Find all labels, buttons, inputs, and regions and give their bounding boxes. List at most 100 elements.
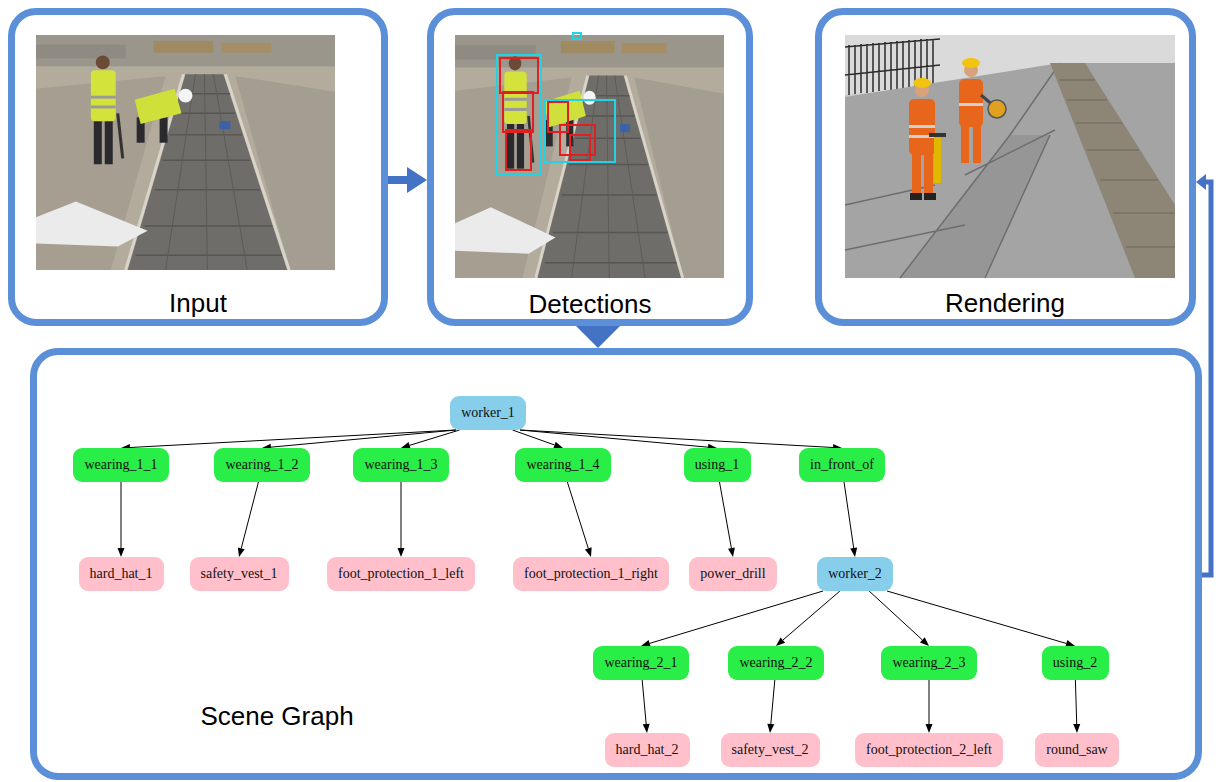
relation-node: wearing_1_2 — [214, 448, 310, 482]
graph-edge — [776, 591, 840, 646]
connector-line — [1075, 680, 1076, 724]
panel-title: Scene Graph — [200, 702, 353, 732]
connector-line — [241, 482, 258, 548]
node-label: wearing_2_1 — [604, 655, 677, 672]
object-node: foot_protection_1_left — [327, 557, 475, 591]
relation-node: wearing_1_1 — [73, 448, 169, 482]
connector-line — [642, 680, 646, 724]
graph-edge — [398, 482, 405, 557]
connector-line — [388, 176, 407, 184]
connector-line — [520, 430, 833, 447]
object-node: hard_hat_2 — [605, 733, 690, 767]
graph-edge — [641, 591, 823, 647]
worker-node: worker_2 — [817, 557, 893, 591]
connector-line — [650, 591, 823, 643]
graph-edge — [567, 482, 591, 557]
graph-edge — [719, 482, 734, 557]
flow-arrow — [576, 326, 620, 348]
relation-node: using_2 — [1042, 646, 1109, 680]
arrow-head — [728, 548, 735, 557]
node-label: worker_1 — [461, 405, 515, 422]
node-label: foot_protection_2_left — [866, 742, 992, 759]
relation-node: using_1 — [684, 448, 751, 482]
graph-edge — [118, 482, 125, 557]
arrow-head — [398, 548, 405, 557]
detection-photo — [455, 35, 724, 278]
relation-node: wearing_1_3 — [353, 448, 449, 482]
relation-node: wearing_2_3 — [881, 646, 977, 680]
node-label: safety_vest_1 — [201, 566, 278, 583]
graph-edge — [844, 482, 857, 557]
connector-line — [869, 591, 922, 640]
graph-edge — [642, 680, 649, 733]
input-photo — [36, 35, 335, 270]
node-label: wearing_1_3 — [364, 457, 437, 474]
object-node: round_saw — [1035, 733, 1119, 767]
arrow-head — [920, 637, 929, 646]
object-node: safety_vest_2 — [721, 733, 820, 767]
panel-title: Rendering — [945, 289, 1065, 319]
node-label: wearing_2_3 — [892, 655, 965, 672]
node-label: power_drill — [700, 566, 765, 583]
node-label: wearing_2_2 — [739, 655, 812, 672]
stage-panel: Detections — [427, 8, 753, 326]
arrow-head — [1073, 724, 1080, 733]
panel-title: Detections — [529, 290, 652, 320]
worker-node: worker_1 — [450, 396, 526, 430]
relation-node: in_front_of — [799, 448, 885, 482]
connector-line — [410, 430, 460, 445]
relation-node: wearing_2_2 — [728, 646, 824, 680]
object-node: power_drill — [689, 557, 777, 591]
object-node: safety_vest_1 — [190, 557, 289, 591]
node-label: wearing_1_4 — [526, 457, 599, 474]
arrow-head — [850, 548, 857, 557]
node-label: worker_2 — [828, 566, 882, 583]
connector-line — [1202, 182, 1211, 575]
stage-panel: Scene Graph worker_1 wearing_1_1 wearing_1_… — [30, 348, 1202, 780]
node-label: using_2 — [1053, 655, 1097, 672]
node-label: in_front_of — [810, 457, 874, 474]
arrow-head — [407, 167, 427, 193]
object-node: hard_hat_1 — [79, 557, 164, 591]
arrow-head — [576, 326, 620, 348]
graph-edge — [926, 680, 933, 733]
stage-panel: Input — [8, 8, 388, 326]
connector-line — [401, 482, 402, 548]
arrow-head — [585, 547, 592, 557]
connector-line — [121, 482, 122, 548]
rendering-image — [845, 35, 1175, 278]
flow-arrow — [388, 167, 427, 193]
node-label: hard_hat_2 — [616, 742, 679, 759]
connector-line — [271, 430, 456, 447]
graph-edge — [887, 591, 1075, 647]
node-label: using_1 — [695, 457, 739, 474]
arrow-head — [926, 724, 933, 733]
object-node: foot_protection_2_left — [855, 733, 1003, 767]
node-label: foot_protection_1_right — [524, 566, 658, 583]
node-label: safety_vest_2 — [732, 742, 809, 759]
graph-edge — [869, 591, 929, 646]
graph-edge — [401, 430, 460, 449]
panel-title: Input — [169, 289, 227, 319]
connector-line — [887, 591, 1066, 643]
connector-line — [719, 482, 731, 548]
relation-node: wearing_2_1 — [593, 646, 689, 680]
stage-panel: Rendering — [815, 8, 1196, 326]
arrow-head — [767, 724, 774, 733]
connector-line — [783, 591, 840, 640]
relation-node: wearing_1_4 — [515, 448, 611, 482]
graph-edge — [238, 482, 259, 557]
node-label: round_saw — [1046, 742, 1107, 759]
arrow-head — [776, 637, 785, 646]
node-label: wearing_1_2 — [225, 457, 298, 474]
object-node: foot_protection_1_right — [513, 557, 669, 591]
arrow-head — [643, 724, 650, 733]
node-label: wearing_1_1 — [84, 457, 157, 474]
arrow-head — [1196, 174, 1206, 190]
connector-line — [844, 482, 854, 548]
connector-line — [771, 680, 775, 724]
connector-line — [567, 482, 588, 548]
node-label: hard_hat_1 — [90, 566, 153, 583]
connector-line — [929, 680, 930, 724]
